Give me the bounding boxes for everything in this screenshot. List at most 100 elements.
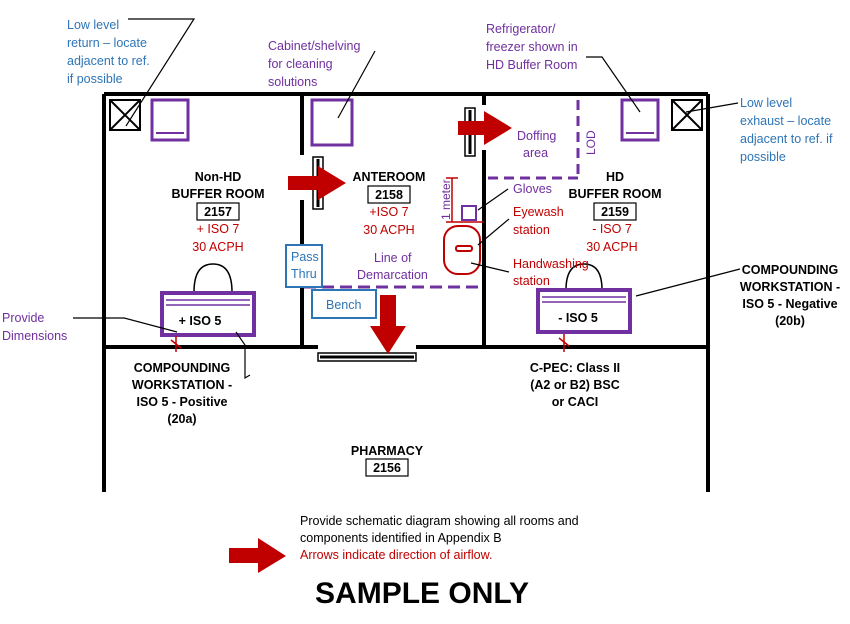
airflow-arrow-nonhd-to-ante (288, 166, 346, 200)
cpec-caption: C-PEC: Class II (A2 or B2) BSC or CACI (530, 361, 620, 409)
legend-line1: Provide schematic diagram showing all ro… (300, 514, 579, 528)
sample-only-footer: SAMPLE ONLY (315, 577, 529, 610)
one-meter-label: 1 meter (439, 179, 453, 220)
positive-iso5-label: + ISO 5 (179, 314, 222, 328)
low-exhaust-line3: adjacent to ref. if (740, 132, 833, 146)
low-return-annotation: Low level return – locate adjacent to re… (67, 18, 150, 86)
pharmacy-name: PHARMACY (351, 444, 424, 458)
pass-thru-box (285, 244, 323, 288)
negative-caption-line3: ISO 5 - Negative (742, 297, 837, 311)
low-return-line2: return – locate (67, 36, 147, 50)
legend: Provide schematic diagram showing all ro… (300, 514, 579, 562)
nonhd-acph: 30 ACPH (192, 240, 243, 254)
nonhd-iso: + ISO 7 (197, 222, 240, 236)
eyewash-label: Eyewash station (513, 205, 564, 237)
doffing-line1: Doffing (517, 129, 556, 143)
cabinet-shelving (310, 98, 354, 147)
nonhd-room-specs: + ISO 7 30 ACPH (192, 222, 243, 254)
handwashing-label: Handwashing station (513, 257, 589, 288)
hd-name-line2: BUFFER ROOM (568, 187, 661, 201)
low-exhaust-line2: exhaust – locate (740, 114, 831, 128)
eyewash-line2: station (513, 223, 550, 237)
positive-workstation-caption: COMPOUNDING WORKSTATION - ISO 5 - Positi… (132, 361, 232, 426)
positive-caption-line4: (20a) (167, 412, 196, 426)
low-exhaust-line4: possible (740, 150, 786, 164)
demarcation-line2: Demarcation (357, 268, 428, 282)
provide-dimensions-line2: Dimensions (2, 329, 67, 343)
room-number-boxes (196, 185, 637, 477)
negative-iso5-label: - ISO 5 (558, 311, 598, 325)
legend-arrows-text: Arrows indicate direction of airflow. (300, 548, 492, 562)
airflow-arrow-ante-to-hd (458, 111, 512, 145)
pharmacy-title: PHARMACY 2156 (351, 444, 424, 475)
anteroom-title: ANTEROOM 2158 (353, 170, 426, 202)
one-meter-dimension (446, 177, 484, 223)
hd-room-specs: - ISO 7 30 ACPH (586, 222, 637, 254)
doffing-label: Doffing area (517, 129, 556, 160)
walls (102, 92, 710, 492)
legend-arrow (229, 538, 286, 573)
hd-name-line1: HD (606, 170, 624, 184)
refrigerator-line1: Refrigerator/ (486, 22, 556, 36)
refrigerator-line3: HD Buffer Room (486, 58, 577, 72)
dimension-ticks (170, 334, 570, 352)
nonhd-number: 2157 (204, 205, 232, 219)
pass-thru-line1: Pass (291, 250, 319, 264)
pass-thru-label: Pass Thru (291, 250, 319, 281)
negative-caption-line4: (20b) (775, 314, 805, 328)
low-return-line4: if possible (67, 72, 123, 86)
provide-dimensions-annotation: Provide Dimensions (2, 311, 67, 343)
cabinet-line3: solutions (268, 75, 317, 89)
hd-acph: 30 ACPH (586, 240, 637, 254)
low-return-vent (109, 99, 141, 131)
airflow-arrows (229, 111, 512, 573)
anteroom-iso: +ISO 7 (369, 205, 408, 219)
negative-caption-line1: COMPOUNDING (742, 263, 839, 277)
leader-lines (73, 18, 741, 380)
pass-thru-line2: Thru (291, 267, 317, 281)
low-exhaust-line1: Low level (740, 96, 792, 110)
low-return-line1: Low level (67, 18, 119, 32)
positive-caption-line3: ISO 5 - Positive (136, 395, 227, 409)
handwashing-sink (443, 225, 481, 275)
cpec-line1: C-PEC: Class II (530, 361, 620, 375)
workstation-positive (160, 263, 256, 337)
hd-number: 2159 (601, 205, 629, 219)
nonhd-name-line1: Non-HD (195, 170, 242, 184)
lod-label: LOD (584, 130, 598, 155)
hd-room-title: HD BUFFER ROOM 2159 (568, 170, 661, 219)
legend-line2: components identified in Appendix B (300, 531, 502, 545)
cpec-line3: or CACI (552, 395, 599, 409)
doffing-area (486, 100, 580, 180)
cpec-line2: (A2 or B2) BSC (530, 378, 620, 392)
cabinet-line1: Cabinet/shelving (268, 39, 360, 53)
handwashing-line1: Handwashing (513, 257, 589, 271)
workstation-negative (536, 263, 632, 334)
demarcation-line1: Line of (374, 251, 412, 265)
gloves-dispenser (461, 205, 477, 221)
negative-workstation-caption: COMPOUNDING WORKSTATION - ISO 5 - Negati… (740, 263, 840, 328)
bench-box (311, 289, 377, 319)
pharmacy-number: 2156 (373, 461, 401, 475)
positive-caption-line2: WORKSTATION - (132, 378, 232, 392)
refrigerator-annotation: Refrigerator/ freezer shown in HD Buffer… (486, 22, 578, 72)
cabinet-annotation: Cabinet/shelving for cleaning solutions (268, 39, 360, 89)
eyewash-line1: Eyewash (513, 205, 564, 219)
anteroom-name: ANTEROOM (353, 170, 426, 184)
anteroom-specs: +ISO 7 30 ACPH (363, 205, 414, 237)
doffing-line2: area (523, 146, 548, 160)
cabinet-line2: for cleaning (268, 57, 333, 71)
positive-caption-line1: COMPOUNDING (134, 361, 231, 375)
provide-dimensions-line1: Provide (2, 311, 44, 325)
nonhd-room-title: Non-HD BUFFER ROOM 2157 (171, 170, 264, 219)
bench-label: Bench (326, 298, 361, 312)
low-exhaust-vent (671, 99, 703, 131)
airflow-arrow-ante-to-pharmacy (370, 295, 406, 354)
negative-caption-line2: WORKSTATION - (740, 280, 840, 294)
refrigerator-line2: freezer shown in (486, 40, 578, 54)
anteroom-number: 2158 (375, 188, 403, 202)
demarcation-label: Line of Demarcation (357, 251, 428, 282)
cabinets (150, 98, 660, 147)
